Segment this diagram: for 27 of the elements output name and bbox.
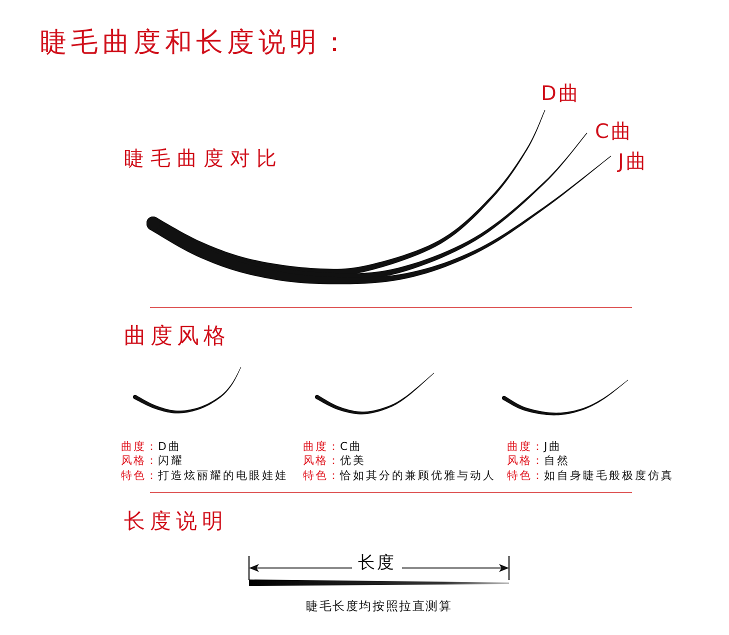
field-label: 特色： [507, 469, 544, 482]
field-value: 优美 [340, 454, 366, 468]
field-value: 如自身睫毛般极度仿真 [544, 469, 674, 482]
field-label: 风格： [303, 454, 340, 468]
field-label: 风格： [507, 454, 544, 468]
section-heading: 曲度风格 [124, 324, 230, 350]
field-value: 恰如其分的兼顾优雅与动人 [340, 469, 496, 482]
field-label: 曲度： [507, 440, 544, 454]
field-value: 自然 [544, 454, 570, 468]
curl-label: C曲 [595, 119, 633, 143]
field-value: J曲 [544, 440, 562, 454]
section-heading: 睫毛曲度对比 [124, 146, 283, 170]
curl-label: D曲 [541, 81, 580, 105]
field-value: 打造炫丽耀的电眼娃娃 [158, 469, 288, 482]
note: 睫毛长度均按照拉直测算 [306, 599, 452, 614]
section-heading: 长度说明 [124, 509, 228, 534]
field-label: 特色： [303, 469, 340, 482]
field-label: 特色： [121, 469, 158, 482]
dimension-label: 长度 [358, 553, 396, 574]
field-label: 风格： [121, 454, 158, 468]
field-value: D曲 [158, 440, 182, 454]
field-label: 曲度： [303, 440, 340, 454]
field-value: 闪耀 [158, 454, 184, 468]
title: 睫毛曲度和长度说明： [40, 27, 352, 60]
field-label: 曲度： [121, 440, 158, 454]
field-value: C曲 [340, 440, 363, 454]
curl-label: J曲 [618, 149, 648, 173]
